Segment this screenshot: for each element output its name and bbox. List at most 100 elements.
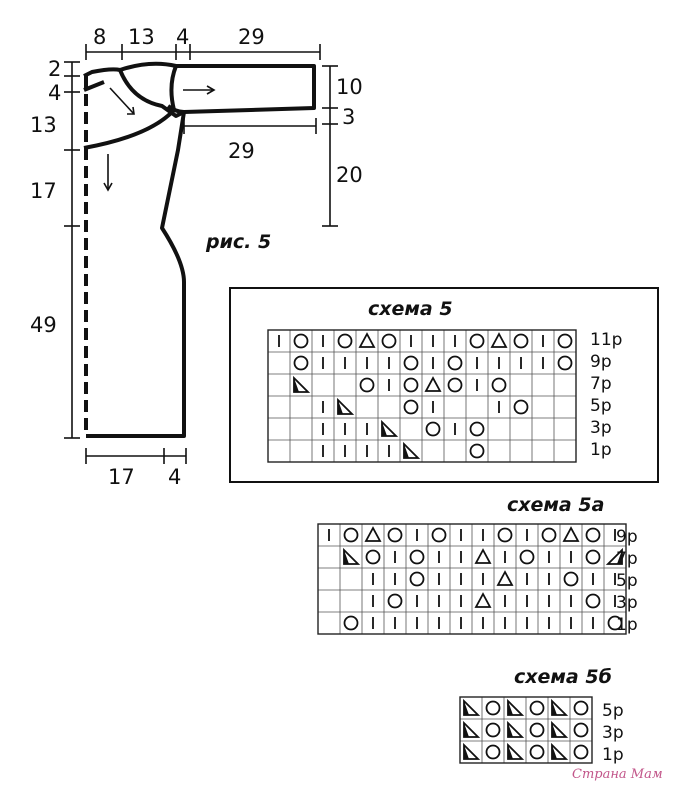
chart-5b-row-3: 3р — [602, 723, 624, 743]
left-decrease-triangle-icon-fill — [344, 550, 349, 564]
triangle-icon — [424, 376, 442, 392]
yarn-over-circle-icon — [387, 593, 403, 609]
chart-5-row-11: 11р — [590, 330, 622, 350]
left-decrease-triangle-icon-fill — [464, 701, 469, 715]
yarn-over-circle-icon — [585, 593, 601, 609]
yarn-over-circle-icon — [403, 399, 419, 415]
dim-top-29: 29 — [238, 25, 265, 49]
yarn-over-circle-icon — [469, 421, 485, 437]
yarn-over-circle-icon — [519, 549, 535, 565]
chart-5-row-3: 3р — [590, 418, 612, 438]
dim-bottom-17: 17 — [108, 465, 135, 489]
left-decrease-triangle-icon-fill — [464, 723, 469, 737]
yarn-over-circle-icon — [485, 700, 501, 716]
chart-5b-title: схема 5б — [514, 666, 612, 688]
yarn-over-circle-icon — [409, 571, 425, 587]
sleeve-outline — [119, 61, 316, 114]
yarn-over-circle-icon — [293, 333, 309, 349]
dim-top-4: 4 — [176, 25, 189, 49]
chart-5a-row-labels: 9р 7р 5р 3р 1р — [616, 527, 638, 635]
dim-top-8: 8 — [93, 25, 106, 49]
yarn-over-circle-icon — [513, 333, 529, 349]
dim-bottom-4: 4 — [168, 465, 181, 489]
chart-5b-row-5: 5р — [602, 701, 624, 721]
yarn-over-circle-icon — [573, 722, 589, 738]
yarn-over-circle-icon — [529, 744, 545, 760]
chart-5-frame — [229, 287, 659, 483]
direction-arrows — [103, 85, 216, 192]
yarn-over-circle-icon — [563, 571, 579, 587]
chart-5a-row-7: 7р — [616, 549, 638, 569]
chart-5a-grid — [317, 523, 627, 635]
yarn-over-circle-icon — [541, 527, 557, 543]
raglan-curve — [83, 65, 178, 150]
dim-left-2: 2 — [48, 57, 61, 81]
yarn-over-circle-icon — [431, 527, 447, 543]
yarn-over-circle-icon — [469, 443, 485, 459]
dim-left-4: 4 — [48, 81, 61, 105]
left-decrease-triangle-icon-fill — [508, 745, 513, 759]
yarn-over-circle-icon — [497, 527, 513, 543]
chart-5a-row-3: 3р — [616, 593, 638, 613]
body-outline — [83, 67, 186, 438]
yarn-over-circle-icon — [557, 333, 573, 349]
chart-5b-row-labels: 5р 3р 1р — [602, 701, 624, 765]
figure-caption: рис. 5 — [205, 231, 271, 253]
yarn-over-circle-icon — [529, 700, 545, 716]
yarn-over-circle-icon — [491, 377, 507, 393]
chart-5-row-labels: 11р 9р 7р 5р 3р 1р — [590, 330, 622, 460]
dim-right-3: 3 — [342, 105, 355, 129]
grid-border — [459, 696, 593, 764]
chart-5b-grid — [459, 696, 593, 764]
yarn-over-circle-icon — [557, 355, 573, 371]
dim-right-20: 20 — [336, 163, 363, 187]
grid-border — [267, 329, 577, 463]
left-decrease-triangle-icon-fill — [552, 745, 557, 759]
chart-5-row-5: 5р — [590, 396, 612, 416]
triangle-icon — [474, 592, 492, 608]
yarn-over-circle-icon — [387, 527, 403, 543]
yarn-over-circle-icon — [365, 549, 381, 565]
chart-5-row-7: 7р — [590, 374, 612, 394]
chart-5b-row-1: 1р — [602, 745, 624, 765]
left-decrease-triangle-icon-fill — [294, 378, 299, 392]
yarn-over-circle-icon — [343, 615, 359, 631]
yarn-over-circle-icon — [607, 615, 623, 631]
chart-5-title: схема 5 — [368, 298, 453, 320]
yarn-over-circle-icon — [469, 333, 485, 349]
yarn-over-circle-icon — [513, 399, 529, 415]
left-decrease-triangle-icon-fill — [552, 701, 557, 715]
yarn-over-circle-icon — [409, 549, 425, 565]
yarn-over-circle-icon — [573, 700, 589, 716]
triangle-icon — [496, 570, 514, 586]
dimension-lines — [64, 44, 338, 464]
chart-5a-row-5: 5р — [616, 571, 638, 591]
yarn-over-circle-icon — [403, 355, 419, 371]
left-decrease-triangle-icon-fill — [382, 422, 387, 436]
chart-5-row-1: 1р — [590, 440, 612, 460]
left-decrease-triangle-icon-fill — [404, 444, 409, 458]
grid-border — [317, 523, 627, 635]
chart-5a-title: схема 5а — [507, 494, 604, 516]
left-decrease-triangle-icon-fill — [464, 745, 469, 759]
yarn-over-circle-icon — [293, 355, 309, 371]
triangle-icon — [562, 526, 580, 542]
dim-top-13: 13 — [128, 25, 155, 49]
yarn-over-circle-icon — [425, 421, 441, 437]
yarn-over-circle-icon — [343, 527, 359, 543]
yarn-over-circle-icon — [585, 549, 601, 565]
yarn-over-circle-icon — [337, 333, 353, 349]
triangle-icon — [474, 548, 492, 564]
triangle-icon — [364, 526, 382, 542]
left-decrease-triangle-icon-fill — [338, 400, 343, 414]
dim-sleeve-29: 29 — [228, 139, 255, 163]
chart-5a-row-1: 1р — [616, 615, 638, 635]
yarn-over-circle-icon — [447, 355, 463, 371]
chart-5a-row-9: 9р — [616, 527, 638, 547]
dim-right-10: 10 — [336, 75, 363, 99]
yarn-over-circle-icon — [529, 722, 545, 738]
garment-schematic: 8 13 4 29 2 4 13 17 49 10 3 20 29 17 4 р… — [30, 25, 363, 489]
chart-5-row-9: 9р — [590, 352, 612, 372]
triangle-icon — [358, 332, 376, 348]
